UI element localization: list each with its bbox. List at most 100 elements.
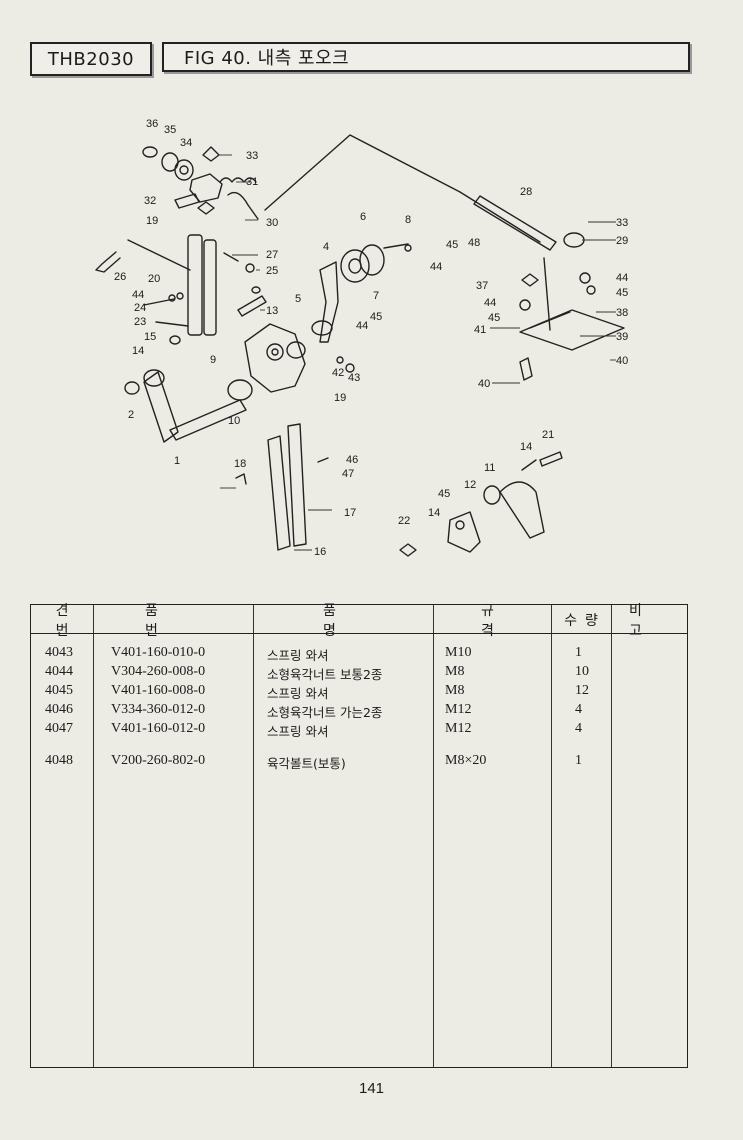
cell-qty: 1 — [575, 645, 582, 660]
cell-qty: 10 — [575, 664, 589, 679]
header-note: 비고 — [629, 603, 660, 639]
table-row: 4043 V401-160-010-0 스프링 와셔 M10 1 — [31, 645, 687, 664]
header-qty: 수량 — [564, 613, 606, 629]
callout-9: 9 — [210, 354, 216, 366]
cell-name: 스프링 와셔 — [267, 648, 329, 663]
header-spec: 규격 — [481, 603, 542, 639]
callout-16: 16 — [314, 546, 326, 558]
callout-40b: 40 — [478, 378, 490, 390]
cell-name: 소형육각너트 가는2종 — [267, 705, 383, 720]
table-row: 4047 V401-160-012-0 스프링 와셔 M12 4 — [31, 721, 687, 740]
col-divider — [551, 605, 552, 1067]
callout-7: 7 — [373, 290, 379, 302]
callout-40: 40 — [616, 355, 628, 367]
callout-15: 15 — [144, 331, 156, 343]
cell-no: 4048 — [45, 753, 73, 768]
col-divider — [611, 605, 612, 1067]
table-row: 4046 V334-360-012-0 소형육각너트 가는2종 M12 4 — [31, 702, 687, 721]
callout-26: 26 — [114, 271, 126, 283]
callout-1: 1 — [174, 455, 180, 467]
callout-34: 34 — [180, 137, 192, 149]
callout-10: 10 — [228, 415, 240, 427]
callout-22: 22 — [398, 515, 410, 527]
figure-title: FIG 40. 내측 포오크 — [184, 48, 350, 69]
callout-42: 42 — [332, 367, 344, 379]
figure-title-box: FIG 40. 내측 포오크 — [162, 42, 690, 72]
callout-39: 39 — [616, 331, 628, 343]
cell-qty: 12 — [575, 683, 589, 698]
callout-14c: 14 — [428, 507, 440, 519]
callout-36: 36 — [146, 118, 158, 130]
cell-qty: 4 — [575, 721, 582, 736]
header-divider — [31, 633, 687, 634]
callout-30: 30 — [266, 217, 278, 229]
callout-28: 28 — [520, 186, 532, 198]
callout-47: 47 — [342, 468, 354, 480]
table-row: 4044 V304-260-008-0 소형육각너트 보통2종 M8 10 — [31, 664, 687, 683]
callout-33b: 33 — [616, 217, 628, 229]
callout-13: 13 — [266, 305, 278, 317]
callout-35: 35 — [164, 124, 176, 136]
cell-spec: M8 — [445, 664, 465, 679]
cell-spec: M8×20 — [445, 753, 487, 768]
callout-33: 33 — [246, 150, 258, 162]
callout-24: 24 — [134, 302, 146, 314]
callout-48: 48 — [468, 237, 480, 249]
callout-27: 27 — [266, 249, 278, 261]
callout-43: 43 — [348, 372, 360, 384]
cell-spec: M8 — [445, 683, 465, 698]
table-row: 4048 V200-260-802-0 육각볼트(보통) M8×20 1 — [31, 753, 687, 772]
callout-6: 6 — [360, 211, 366, 223]
cell-no: 4047 — [45, 721, 73, 736]
callout-14b: 14 — [520, 441, 532, 453]
callout-8: 8 — [405, 214, 411, 226]
parts-diagram: 36 35 34 33 31 32 19 30 6 8 28 33 29 45 … — [95, 118, 628, 558]
callout-19: 19 — [146, 215, 158, 227]
callout-18: 18 — [234, 458, 246, 470]
callout-14: 14 — [132, 345, 144, 357]
header-name: 품명 — [323, 603, 406, 639]
cell-spec: M10 — [445, 645, 472, 660]
cell-no: 4044 — [45, 664, 73, 679]
cell-no: 4046 — [45, 702, 73, 717]
callout-29: 29 — [616, 235, 628, 247]
cell-name: 스프링 와셔 — [267, 686, 329, 701]
callout-41: 41 — [474, 324, 486, 336]
callout-45b: 45 — [370, 311, 382, 323]
header-part: 품번 — [145, 603, 210, 639]
page-number: 141 — [358, 1080, 385, 1097]
cell-part: V401-160-010-0 — [111, 645, 206, 660]
header-no: 견번 — [55, 603, 97, 639]
callout-45e: 45 — [438, 488, 450, 500]
callout-44c: 44 — [356, 320, 368, 332]
col-divider — [253, 605, 254, 1067]
cell-name: 소형육각너트 보통2종 — [267, 667, 383, 682]
cell-spec: M12 — [445, 721, 472, 736]
callout-38: 38 — [616, 307, 628, 319]
callout-12: 12 — [464, 479, 476, 491]
callout-46: 46 — [346, 454, 358, 466]
cell-part: V200-260-802-0 — [111, 753, 206, 768]
cell-name: 육각볼트(보통) — [267, 756, 346, 771]
callout-45: 45 — [446, 239, 458, 251]
callout-19b: 19 — [334, 392, 346, 404]
callout-25: 25 — [266, 265, 278, 277]
table-row: 4045 V401-160-008-0 스프링 와셔 M8 12 — [31, 683, 687, 702]
callout-45d: 45 — [488, 312, 500, 324]
parts-table: 견번 품번 품명 규격 수량 비고 4043 V401-160-010-0 스프… — [30, 603, 688, 1068]
col-divider — [433, 605, 434, 1067]
cell-part: V401-160-012-0 — [111, 721, 206, 736]
cell-qty: 1 — [575, 753, 582, 768]
callout-21: 21 — [542, 429, 554, 441]
callout-23: 23 — [134, 316, 146, 328]
cell-part: V401-160-008-0 — [111, 683, 206, 698]
callout-5: 5 — [295, 293, 301, 305]
model-text: THB2030 — [47, 48, 135, 70]
callout-31: 31 — [246, 176, 258, 188]
callout-44: 44 — [430, 261, 442, 273]
callout-44d: 44 — [616, 272, 628, 284]
cell-spec: M12 — [445, 702, 472, 717]
cell-no: 4045 — [45, 683, 73, 698]
col-divider — [93, 605, 94, 1067]
callout-45c: 45 — [616, 287, 628, 299]
